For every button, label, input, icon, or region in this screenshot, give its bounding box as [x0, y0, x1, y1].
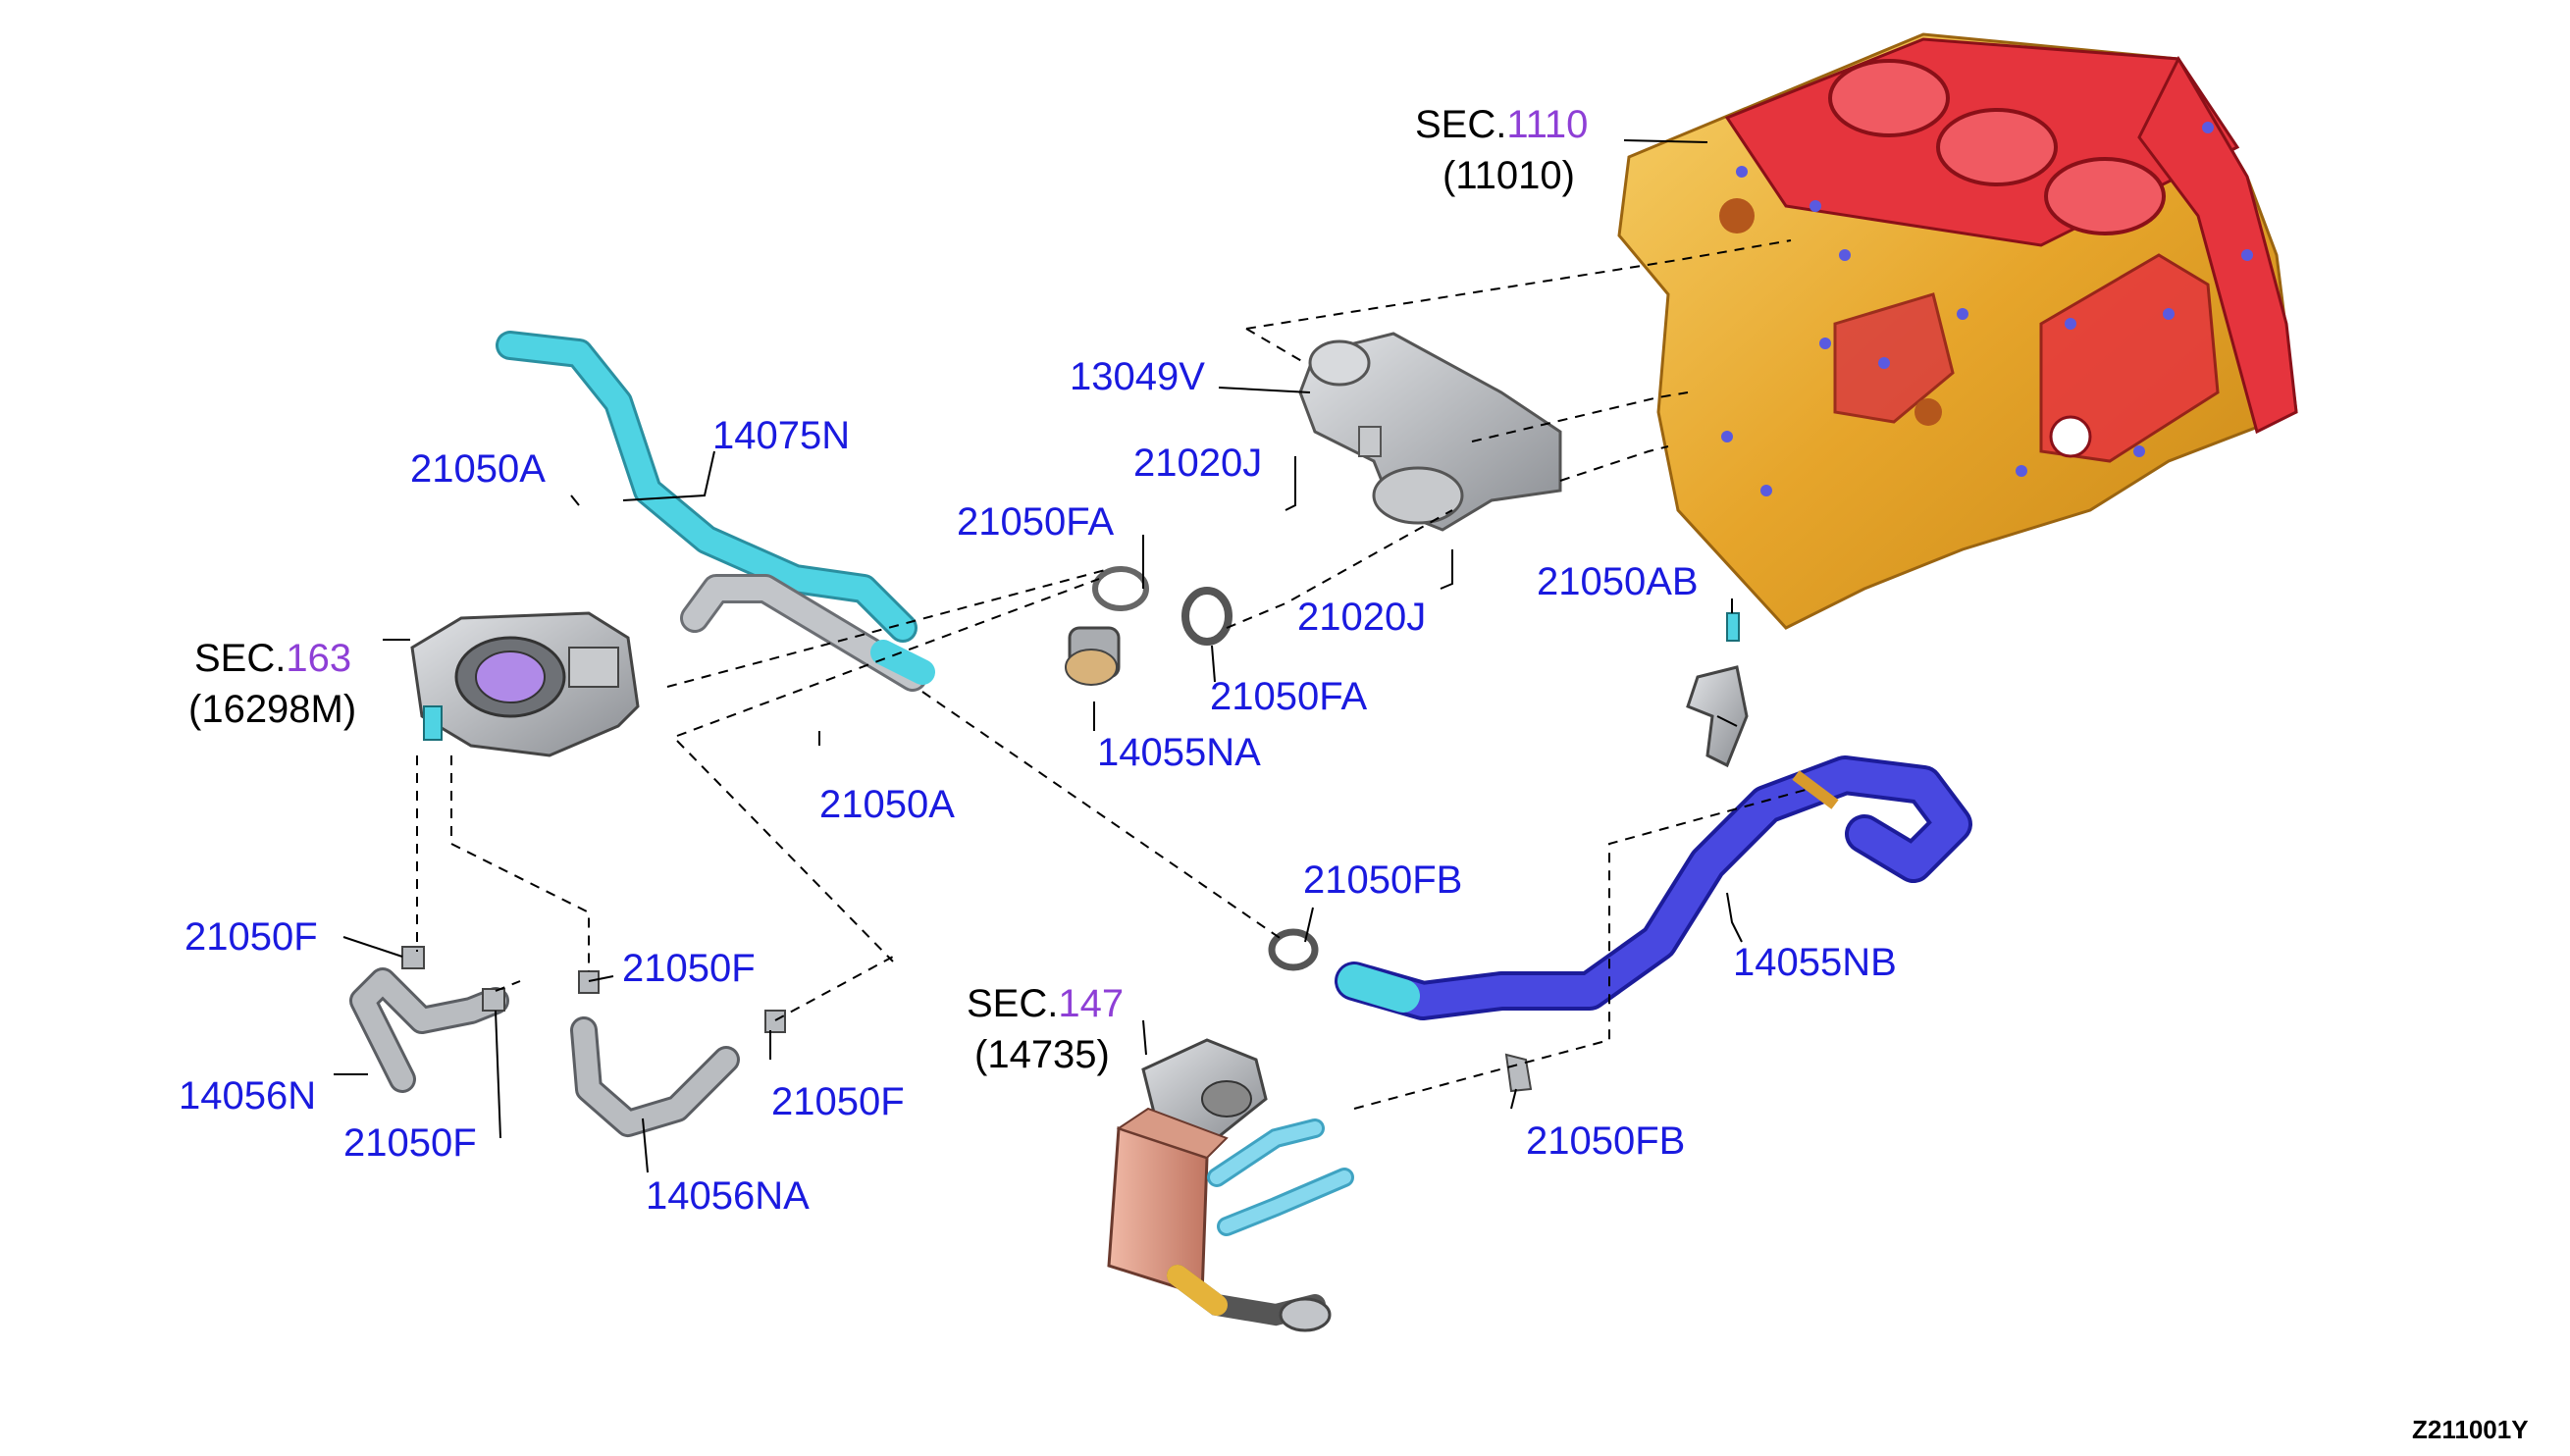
label-21050FA-bot: 21050FA: [1210, 675, 1367, 718]
hose-14056NA-illustration: [570, 970, 786, 1137]
bracket-illustration: [1686, 612, 1749, 768]
label-14055NA: 14055NA: [1097, 731, 1261, 774]
label-21050F-mid: 21050F: [622, 947, 756, 990]
label-21050FA-top: 21050FA: [957, 500, 1114, 544]
label-21050A-top: 21050A: [410, 447, 546, 491]
label-21020J-top: 21020J: [1133, 442, 1262, 485]
hose-14055NA-illustration: [680, 574, 1121, 692]
section-ref-egr: (14735): [974, 1033, 1110, 1076]
label-14055NB: 14055NB: [1733, 941, 1897, 984]
label-13049V: 13049V: [1070, 355, 1205, 398]
egr-cooler-illustration: [1107, 1038, 1354, 1332]
label-21050A-bot: 21050A: [819, 783, 955, 826]
section-ref-block: (11010): [1442, 154, 1575, 197]
label-14056N: 14056N: [179, 1074, 316, 1118]
section-label-block: SEC.1110: [1415, 103, 1588, 146]
hose-14055NB-illustration: [1335, 755, 1972, 1020]
label-21050F-bot: 21050F: [343, 1121, 477, 1165]
hose-14075N-illustration: [496, 331, 918, 643]
clamp-21050FA-illustration: [1092, 566, 1233, 646]
section-label-throttle: SEC.163: [194, 637, 351, 680]
section-ref-throttle: (16298M): [188, 688, 356, 731]
leader-lines: [334, 139, 1743, 1173]
water-outlet-13049V-illustration: [1298, 332, 1562, 532]
section-label-egr: SEC.147: [967, 982, 1124, 1025]
label-14075N: 14075N: [712, 414, 850, 457]
label-21050FB-bot: 21050FB: [1526, 1119, 1685, 1163]
diagram-code: Z211001Y: [2412, 1415, 2529, 1444]
clamp-21050FB-illustration: [1268, 928, 1533, 1093]
throttle-body-illustration: [410, 611, 640, 757]
label-14056NA: 14056NA: [646, 1174, 810, 1218]
engine-block-illustration: [1617, 32, 2298, 630]
hose-14056N-illustration: [349, 946, 509, 1093]
assembly-lines: [416, 239, 1807, 1110]
label-21020J-bot: 21020J: [1297, 596, 1426, 639]
label-21050F-left: 21050F: [184, 915, 318, 959]
label-21050FB-top: 21050FB: [1303, 858, 1462, 902]
label-21050F-right: 21050F: [771, 1080, 905, 1123]
label-21050AB: 21050AB: [1537, 560, 1699, 603]
